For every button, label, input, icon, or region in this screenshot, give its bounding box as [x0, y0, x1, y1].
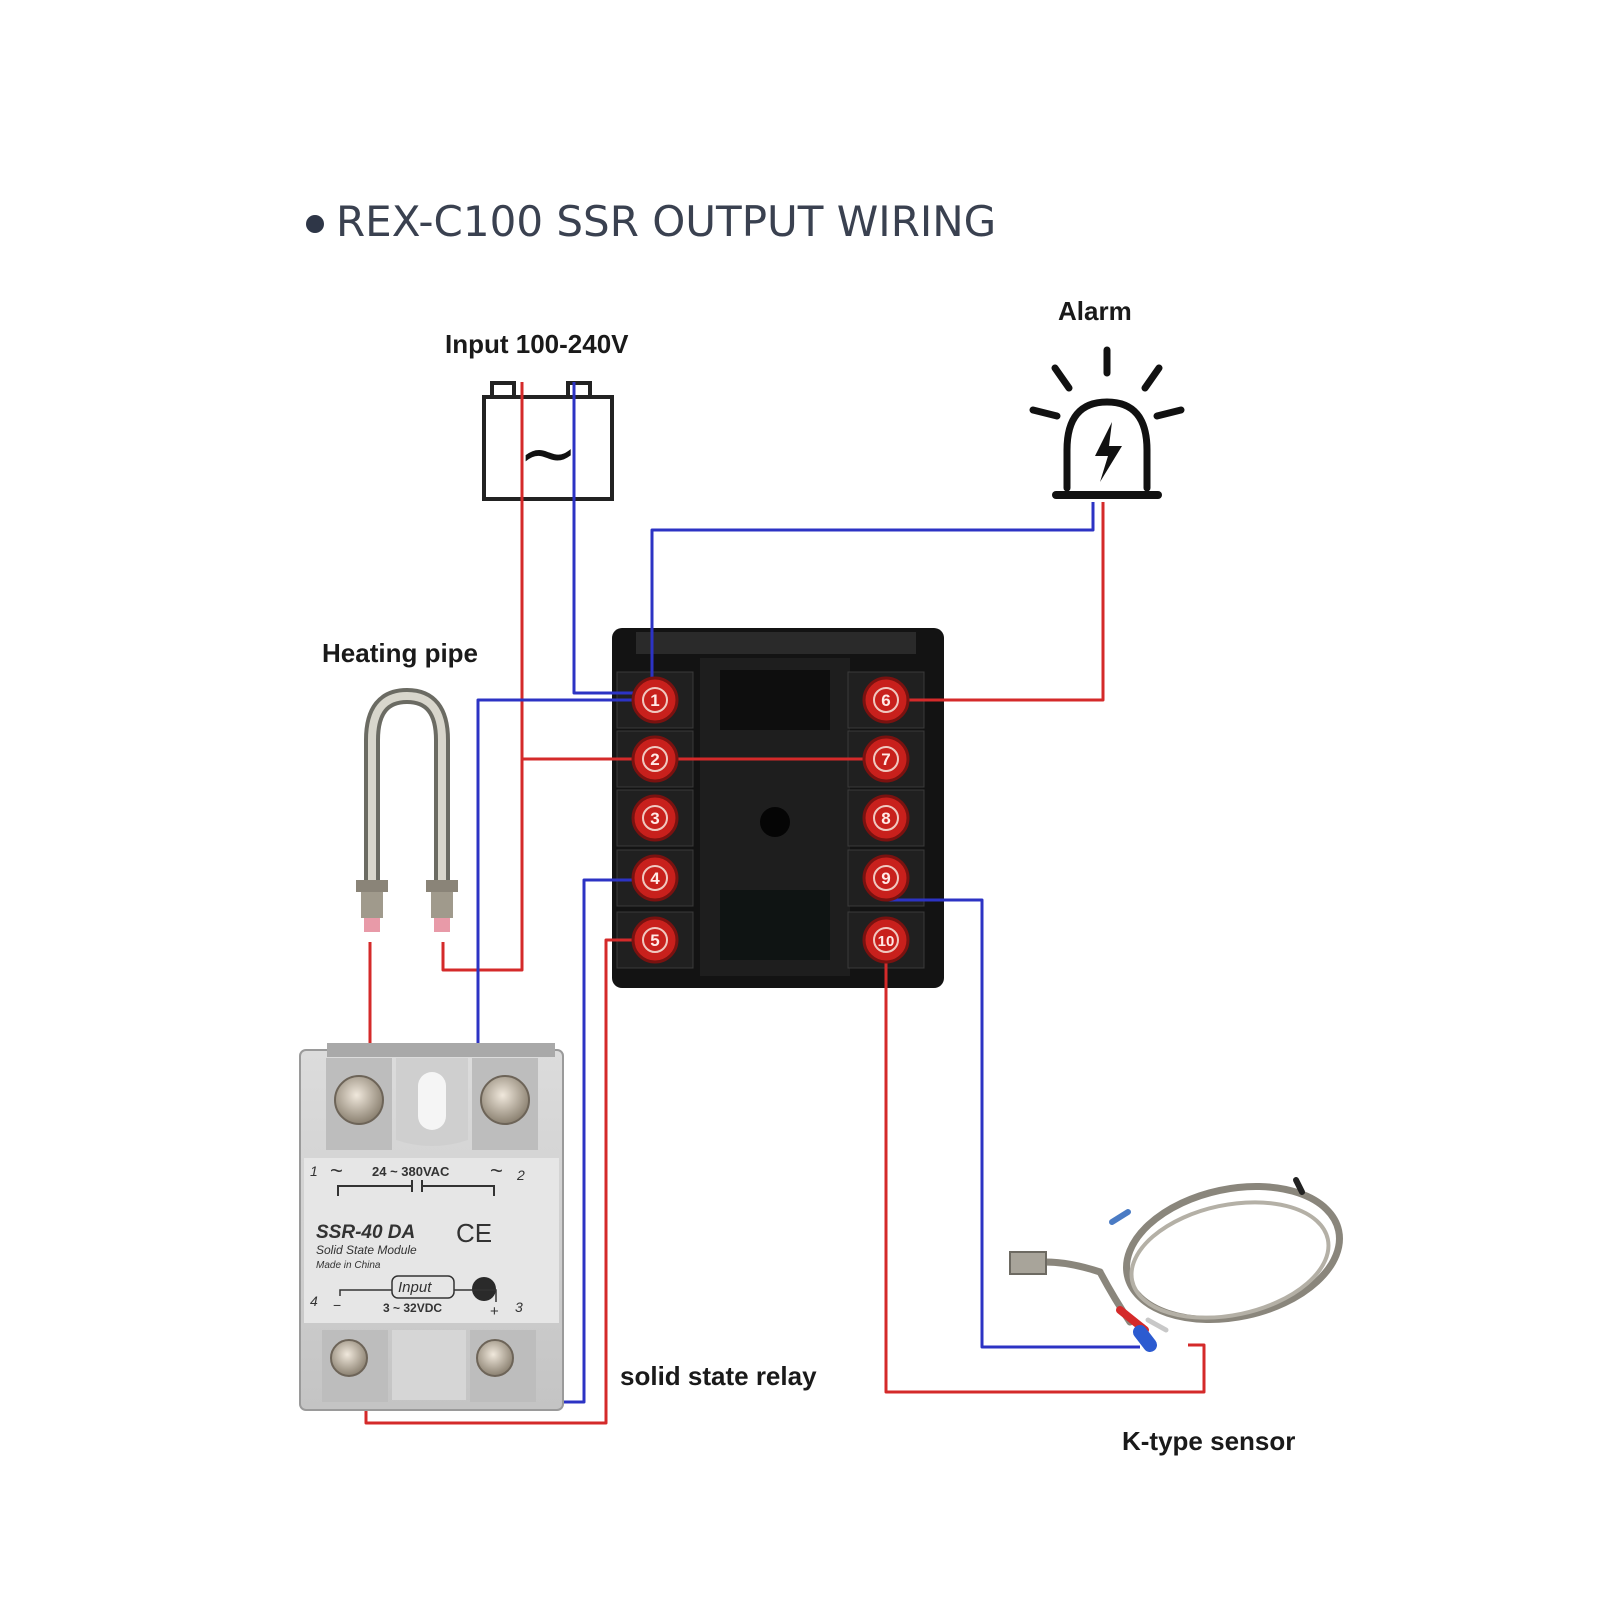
ssr-plus: + [490, 1303, 499, 1320]
heating-pipe-icon [356, 687, 458, 932]
ssr-pin-1: 1 [310, 1163, 318, 1179]
terminal-number: 4 [650, 869, 660, 888]
terminal-screw-icon [862, 916, 910, 964]
terminal-screw-icon [631, 916, 679, 964]
ssr-minus: − [333, 1297, 341, 1313]
terminal-number: 6 [881, 691, 890, 710]
ac-power-source-icon: ~ [482, 381, 614, 501]
solid-state-relay-module: 1 ~ 24 ~ 380VAC ~ 2 SSR-40 DA Solid Stat… [299, 1043, 564, 1411]
ssr-dc-rating: 3 ~ 32VDC [383, 1301, 442, 1315]
terminal-number: 7 [881, 750, 890, 769]
ssr-input-label: Input [398, 1279, 432, 1296]
terminal-screw-head-icon [642, 927, 668, 953]
solid-state-relay-label: solid state relay [620, 1361, 817, 1391]
terminal-screw-icon [631, 794, 679, 842]
title-bullet [306, 215, 324, 233]
k-type-sensor-label: K-type sensor [1122, 1426, 1295, 1456]
terminal-screw-head-icon [873, 865, 899, 891]
heating-pipe-label: Heating pipe [322, 638, 478, 668]
terminal-number: 3 [650, 809, 659, 828]
left-terminal-numbers: 1 2 3 4 5 [650, 691, 660, 950]
wire-power-live [441, 382, 524, 972]
ssr-screw-2-icon [480, 1075, 530, 1125]
k-type-sensor-icon [1009, 1177, 1343, 1352]
ssr-pin-4: 4 [310, 1293, 318, 1309]
ssr-ce-mark: CE [456, 1218, 492, 1248]
wire-power-neutral [572, 382, 658, 695]
terminal-screw-head-icon [642, 746, 668, 772]
terminal-number: 10 [878, 933, 895, 950]
terminal-number: 9 [881, 869, 890, 888]
terminal-screw-icon [631, 854, 679, 902]
terminal-screw-icon [631, 676, 679, 724]
terminal-screw-head-icon [642, 687, 668, 713]
ssr-subtitle: Solid State Module [316, 1243, 417, 1257]
right-terminal-numbers: 6 7 8 9 10 [878, 691, 895, 950]
terminal-screw-head-icon [873, 927, 899, 953]
terminal-screw-icon [862, 676, 910, 724]
ssr-made-in: Made in China [316, 1260, 381, 1271]
ssr-screw-4-icon [330, 1339, 368, 1377]
terminal-screw-head-icon [642, 865, 668, 891]
ssr-tilde-1: ~ [330, 1158, 343, 1183]
ssr-ac-rating: 24 ~ 380VAC [372, 1164, 450, 1179]
left-terminal-screws [631, 676, 679, 964]
wire-sensor-blue [886, 898, 1140, 1349]
terminal-number: 1 [650, 691, 659, 710]
alarm-label: Alarm [1058, 296, 1132, 326]
terminal-screw-icon [631, 735, 679, 783]
terminal-screw-head-icon [873, 687, 899, 713]
ac-tilde-icon: ~ [518, 411, 578, 495]
terminal-screw-head-icon [873, 805, 899, 831]
alarm-beacon-icon [1029, 346, 1185, 499]
ssr-led-icon [472, 1277, 496, 1301]
ssr-screw-3-icon [476, 1339, 514, 1377]
ssr-screw-1-icon [334, 1075, 384, 1125]
terminal-number: 5 [650, 931, 659, 950]
terminal-screw-icon [862, 735, 910, 783]
page-title: REX-C100 SSR OUTPUT WIRING [336, 197, 996, 246]
terminal-screw-icon [862, 854, 910, 902]
title-block: REX-C100 SSR OUTPUT WIRING [306, 197, 996, 246]
wire-sensor-red [884, 960, 1206, 1394]
ssr-pin-2: 2 [516, 1167, 525, 1183]
terminal-number: 8 [881, 809, 890, 828]
terminal-screw-head-icon [873, 746, 899, 772]
ssr-pin-3: 3 [515, 1299, 523, 1315]
wire-t1-to-ssr [476, 698, 640, 1068]
terminal-number: 2 [650, 750, 659, 769]
ssr-model: SSR-40 DA [316, 1222, 415, 1243]
ssr-tilde-2: ~ [490, 1158, 503, 1183]
input-label: Input 100-240V [445, 329, 629, 359]
wire-alarm-red [875, 502, 1105, 702]
right-terminal-screws [862, 676, 910, 964]
wire-alarm-blue [650, 502, 1095, 702]
terminal-screw-head-icon [642, 805, 668, 831]
terminal-screw-icon [862, 794, 910, 842]
